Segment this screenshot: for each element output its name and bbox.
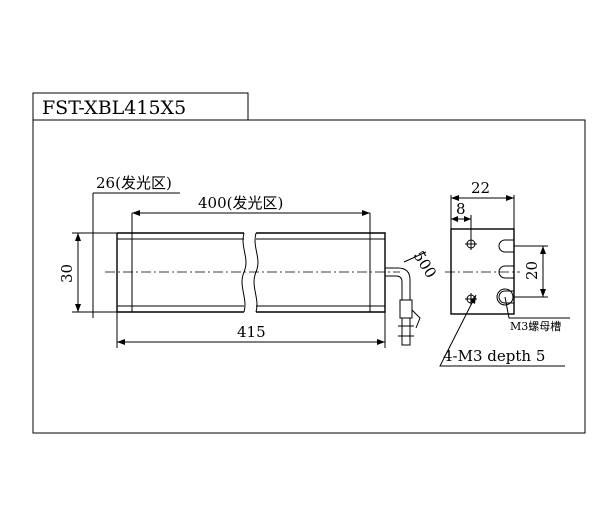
product-title: FST-XBL415X5 bbox=[42, 97, 186, 119]
dim-emit-400: 400(发光区) bbox=[198, 194, 283, 212]
dim-height-30: 30 bbox=[58, 264, 76, 283]
bar-body-outline bbox=[117, 232, 386, 313]
dim-width-22: 22 bbox=[471, 179, 490, 197]
title-block: FST-XBL415X5 bbox=[32, 92, 249, 120]
nut-slot-label: M3螺母槽 bbox=[510, 320, 561, 333]
connector-body bbox=[399, 299, 413, 319]
side-profile-outline bbox=[450, 228, 515, 315]
hole-callout: 4-M3 depth 5 bbox=[443, 347, 545, 365]
dim-cable-500: 500 bbox=[410, 248, 440, 282]
emit-area-edges bbox=[131, 233, 371, 312]
side-view: 22 8 20 M3螺母槽 4-M3 depth 5 bbox=[439, 179, 570, 367]
break-line-left bbox=[241, 232, 247, 313]
dim-hole-offset-8: 8 bbox=[456, 200, 466, 218]
drawing-frame bbox=[32, 119, 586, 434]
cable bbox=[385, 267, 411, 300]
nut-slot-bottom bbox=[498, 290, 514, 304]
front-view: 26(发光区) 400(发光区) 30 415 500 bbox=[58, 174, 440, 348]
hole-leader bbox=[439, 294, 565, 367]
nut-slot-top bbox=[498, 239, 514, 253]
dim-emit-26: 26(发光区) bbox=[96, 174, 172, 192]
dim-length-415: 415 bbox=[237, 323, 266, 341]
dim-slot-pitch-20: 20 bbox=[523, 261, 541, 280]
break-line-right bbox=[253, 232, 259, 313]
